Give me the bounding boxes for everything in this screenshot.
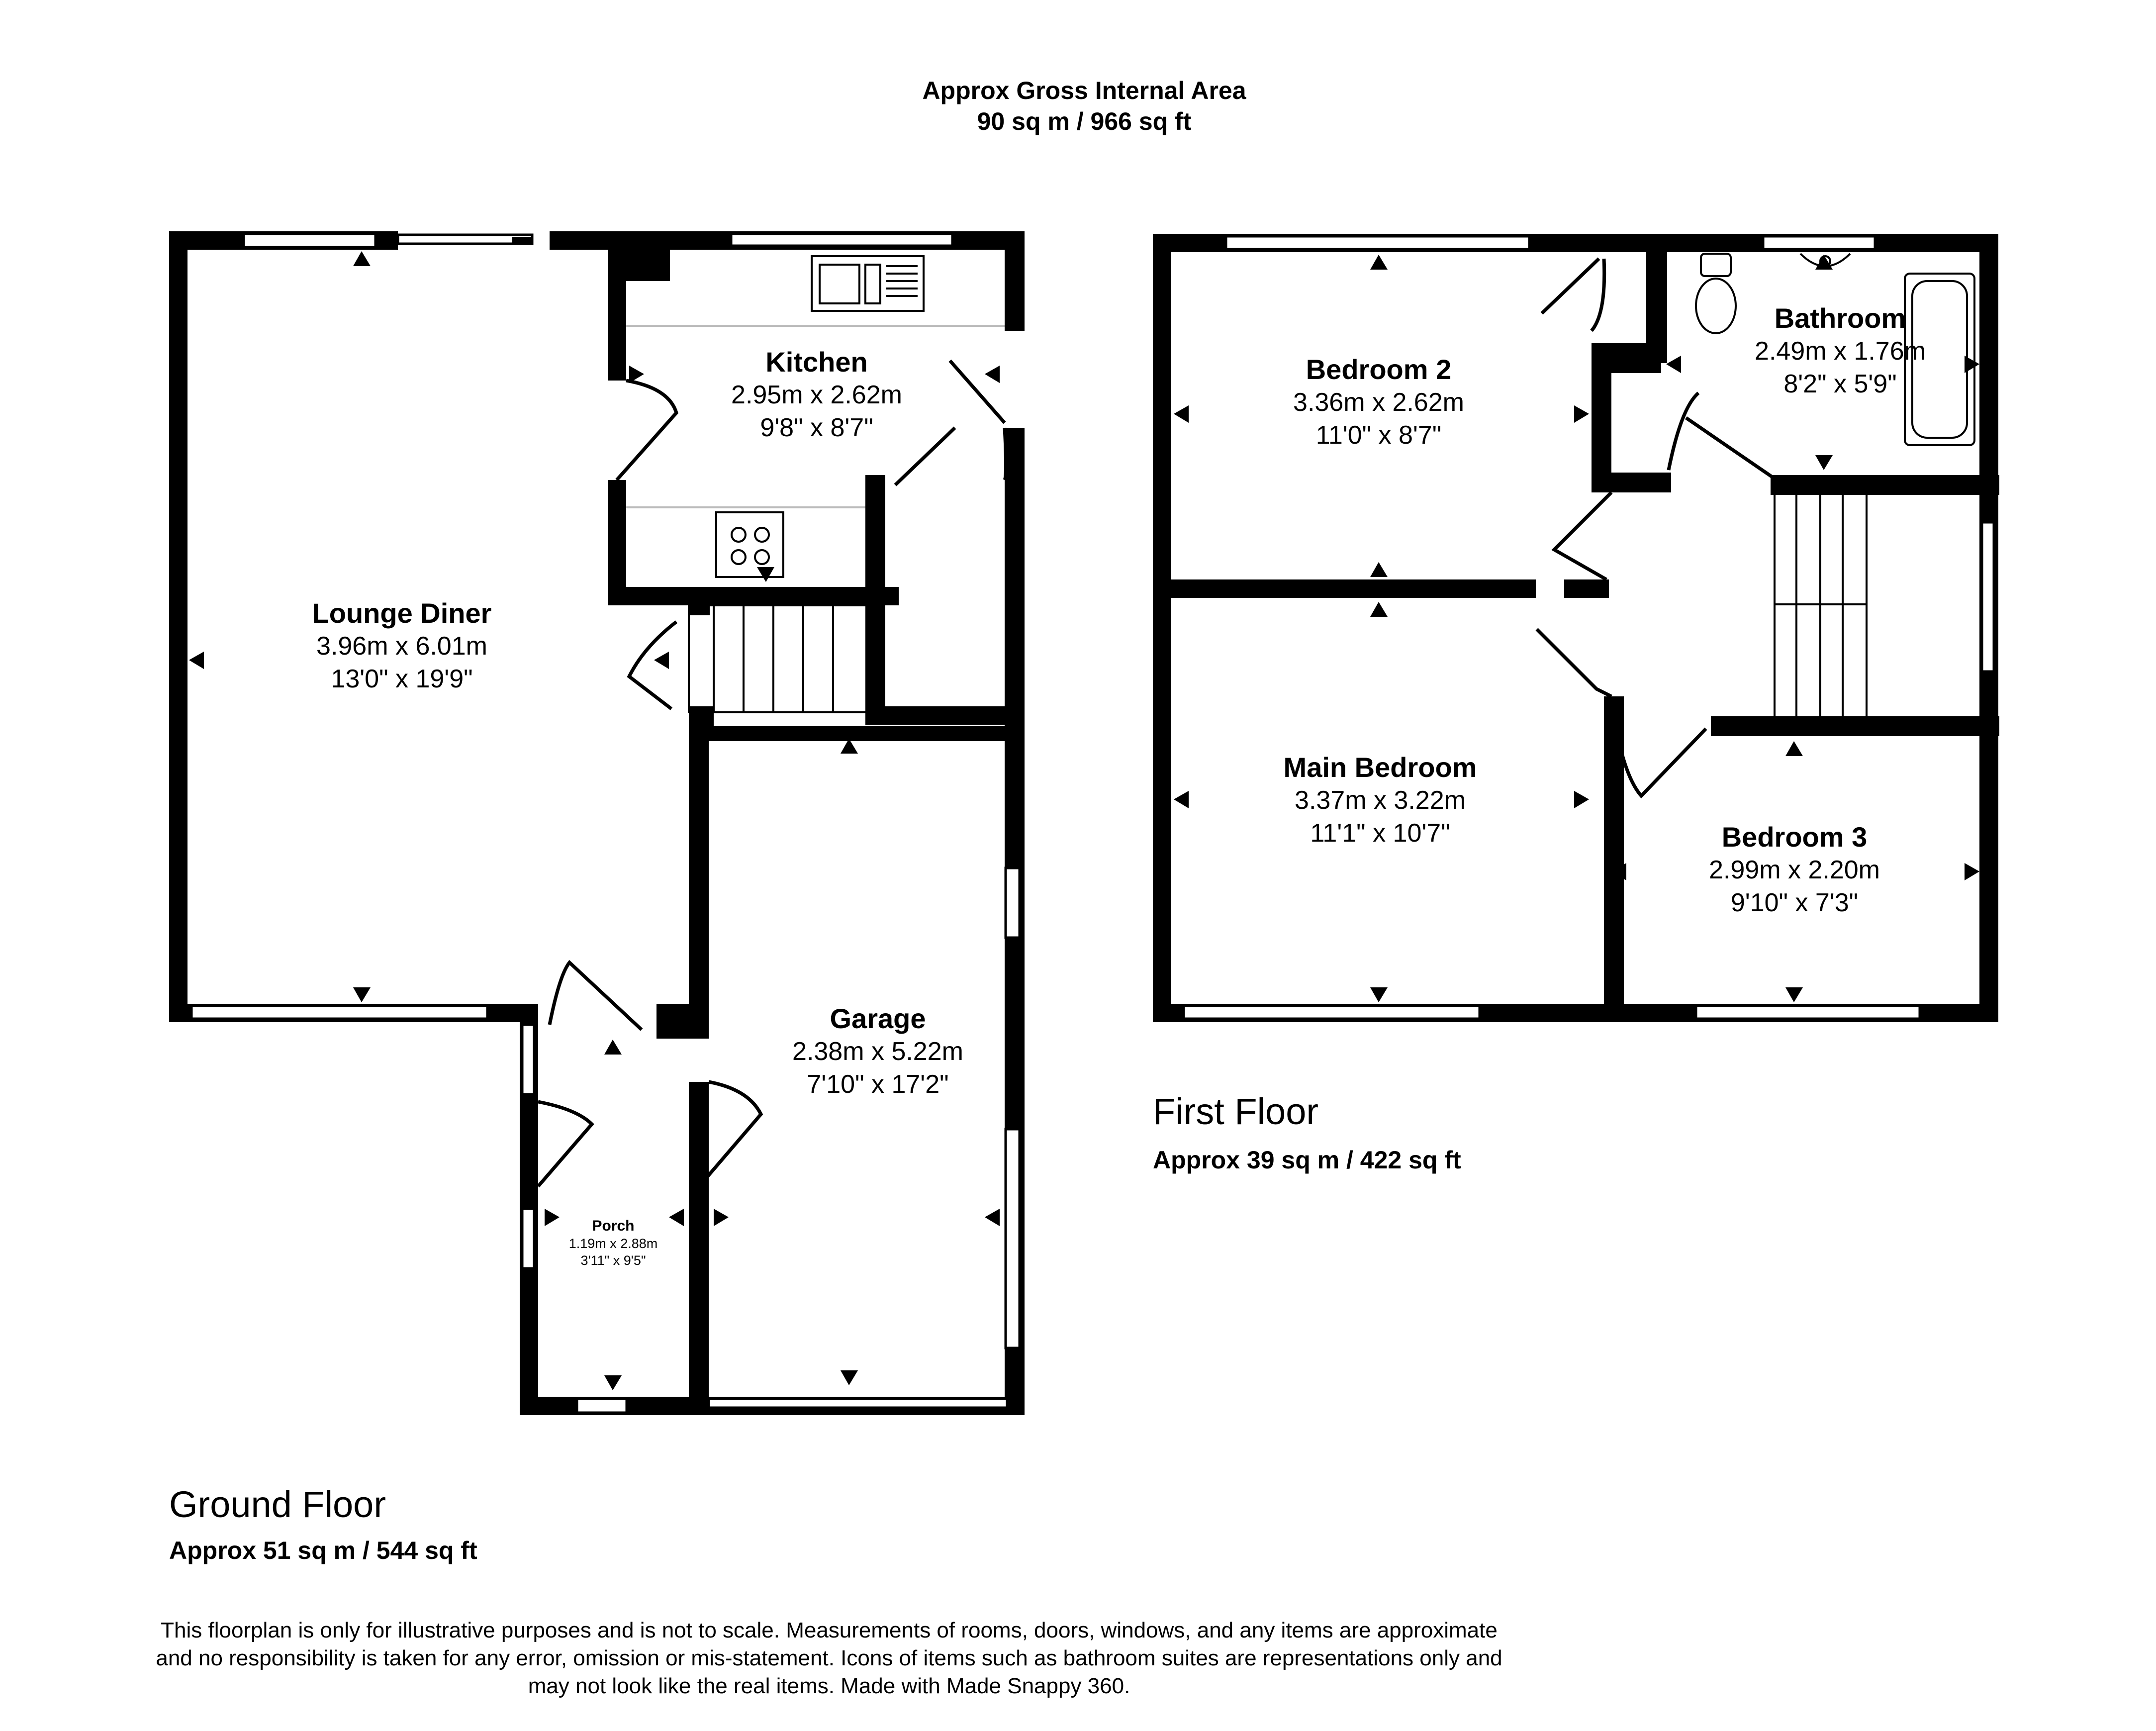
- room-metric: 2.99m x 2.20m: [1709, 856, 1880, 884]
- room-label-bathroom: Bathroom 2.49m x 1.76m 8'2" x 5'9": [1755, 302, 1926, 400]
- room-name: Lounge Diner: [312, 597, 492, 629]
- room-imperial: 3'11" x 9'5": [580, 1253, 646, 1268]
- room-label-bedroom-2: Bedroom 2 3.36m x 2.62m 11'0" x 8'7": [1293, 353, 1464, 452]
- room-metric: 2.38m x 5.22m: [792, 1037, 963, 1066]
- ground-floor-arrows: [189, 251, 1000, 1390]
- room-imperial: 8'2" x 5'9": [1783, 370, 1897, 398]
- room-imperial: 11'0" x 8'7": [1315, 421, 1442, 450]
- room-name: Kitchen: [765, 346, 868, 378]
- first-floor-label: First Floor: [1153, 1091, 1318, 1132]
- first-floor-arrows: [1174, 255, 1979, 1002]
- room-label-lounge-diner: Lounge Diner 3.96m x 6.01m 13'0" x 19'9": [312, 597, 492, 695]
- header-area: 90 sq m / 966 sq ft: [977, 107, 1192, 135]
- disclaimer-line-2: and no responsibility is taken for any e…: [156, 1646, 1502, 1670]
- first-floor-plan: [1153, 234, 1999, 1022]
- room-name: Bedroom 2: [1306, 354, 1452, 385]
- room-metric: 2.95m x 2.62m: [731, 381, 902, 409]
- room-metric: 3.37m x 3.22m: [1295, 786, 1466, 815]
- room-metric: 1.19m x 2.88m: [568, 1236, 658, 1251]
- room-metric: 2.49m x 1.76m: [1755, 337, 1926, 366]
- room-name: Bedroom 3: [1721, 821, 1868, 853]
- room-imperial: 11'1" x 10'7": [1310, 819, 1450, 848]
- ground-floor-label: Ground Floor: [169, 1484, 386, 1525]
- disclaimer-line-1: This floorplan is only for illustrative …: [161, 1618, 1498, 1642]
- ground-floor-area: Approx 51 sq m / 544 sq ft: [169, 1537, 477, 1564]
- disclaimer: This floorplan is only for illustrative …: [83, 1617, 1575, 1700]
- room-name: Bathroom: [1774, 302, 1906, 334]
- room-imperial: 7'10" x 17'2": [807, 1070, 949, 1099]
- room-name: Main Bedroom: [1283, 752, 1477, 783]
- ground-floor-plan: [169, 231, 1025, 1415]
- header-title: Approx Gross Internal Area: [922, 77, 1246, 104]
- room-name: Garage: [830, 1003, 926, 1034]
- room-label-main-bedroom: Main Bedroom 3.37m x 3.22m 11'1" x 10'7": [1284, 751, 1477, 850]
- room-imperial: 13'0" x 19'9": [331, 665, 473, 693]
- room-label-bedroom-3: Bedroom 3 2.99m x 2.20m 9'10" x 7'3": [1709, 821, 1880, 919]
- room-imperial: 9'8" x 8'7": [760, 413, 873, 442]
- room-label-garage: Garage 2.38m x 5.22m 7'10" x 17'2": [792, 1002, 963, 1101]
- room-metric: 3.96m x 6.01m: [316, 632, 487, 661]
- room-name: Porch: [592, 1218, 635, 1234]
- room-label-porch: Porch 1.19m x 2.88m 3'11" x 9'5": [569, 1217, 658, 1269]
- room-imperial: 9'10" x 7'3": [1730, 888, 1859, 917]
- first-floor-area: Approx 39 sq m / 422 sq ft: [1153, 1146, 1461, 1174]
- room-label-kitchen: Kitchen 2.95m x 2.62m 9'8" x 8'7": [731, 346, 902, 444]
- room-metric: 3.36m x 2.62m: [1293, 388, 1464, 417]
- disclaimer-line-3: may not look like the real items. Made w…: [528, 1674, 1130, 1698]
